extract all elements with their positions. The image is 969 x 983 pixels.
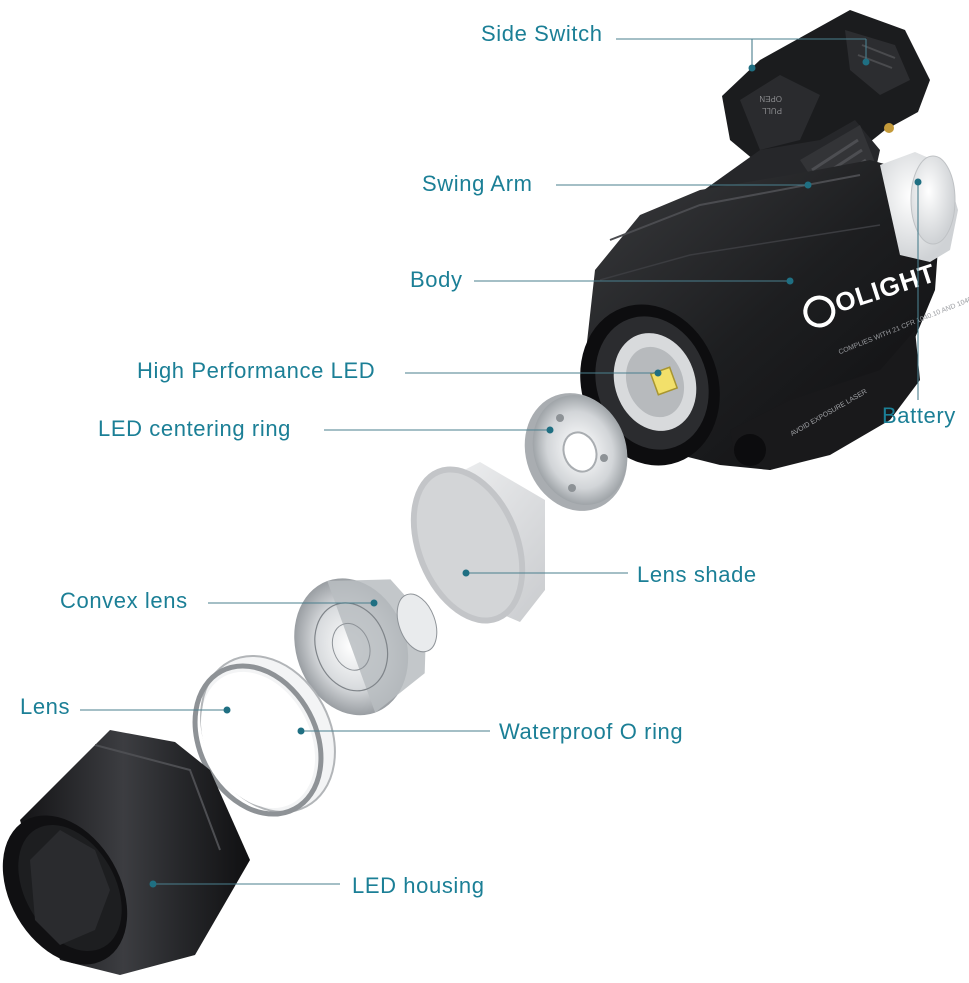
label-led-centering-ring: LED centering ring — [98, 416, 292, 441]
led-centering-ring-part — [524, 393, 628, 511]
label-lens-shade: Lens shade — [637, 562, 757, 587]
switch-open-engraving: OPEN — [759, 94, 782, 103]
switch-pull-engraving: PULL — [761, 106, 782, 115]
laser-module: AVOID EXPOSURE LASER — [730, 330, 920, 470]
label-body: Body — [410, 267, 463, 292]
battery-part — [880, 152, 958, 262]
lens-o-ring-part — [192, 654, 336, 817]
label-waterproof-o-ring: Waterproof O ring — [499, 719, 684, 744]
label-high-performance-led: High Performance LED — [137, 358, 376, 383]
lens-shade-part — [410, 462, 545, 624]
label-side-switch: Side Switch — [481, 21, 603, 46]
label-led-housing: LED housing — [352, 873, 485, 898]
leader-side-switch — [616, 38, 753, 68]
label-lens: Lens — [20, 694, 71, 719]
convex-lens-part — [294, 578, 438, 716]
label-swing-arm: Swing Arm — [422, 171, 533, 196]
label-convex-lens: Convex lens — [60, 588, 188, 613]
side-switch-part: PULL OPEN — [722, 10, 930, 170]
led-housing-part — [2, 730, 250, 975]
leader-lines — [80, 38, 922, 888]
label-battery: Battery — [882, 403, 956, 428]
